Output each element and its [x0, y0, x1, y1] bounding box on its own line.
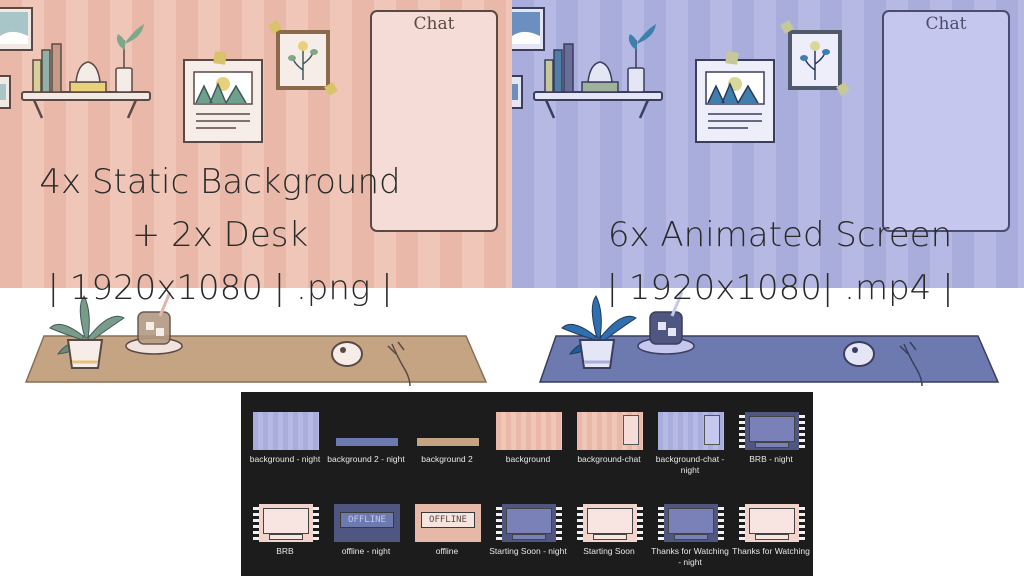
landscape-poster-icon: [695, 51, 775, 143]
file-explorer-grid: background - night background 2 - night ba…: [241, 392, 813, 576]
file-thumbnail: [658, 504, 724, 542]
small-frame-icon: [0, 75, 11, 109]
flower-frame-icon: [780, 20, 850, 96]
file-thumbnail: [415, 412, 481, 450]
chat-title: Chat: [413, 14, 455, 34]
file-thumbnail: [253, 412, 319, 450]
file-name: Thanks for Watching: [732, 546, 810, 556]
file-name: background 2: [421, 454, 473, 464]
bookshelf-icon: [21, 24, 151, 119]
keyboard-icon: [674, 534, 708, 540]
desk-thumbnail-icon: [417, 438, 479, 446]
keyboard-icon: [512, 534, 546, 540]
caption-line: + 2x Desk: [131, 215, 309, 255]
offline-screen-text: OFFLINE: [421, 512, 475, 528]
file-thumbnail: [253, 504, 319, 542]
file-name: background - night: [249, 454, 321, 464]
screen-thumbnail-icon: [263, 508, 309, 534]
file-name: background 2 - night: [327, 454, 405, 464]
file-thumbnail: [739, 504, 805, 542]
desk-thumbnail-icon: [336, 438, 398, 446]
chat-box-icon: [623, 415, 639, 445]
file-thumbnail: [577, 412, 643, 450]
keyboard-icon: [755, 534, 789, 540]
screen-thumbnail-icon: [506, 508, 552, 534]
file-name: background-chat: [577, 454, 641, 464]
desk-previews: [24, 291, 1000, 387]
small-frame-icon: [512, 75, 523, 109]
day-desk: [24, 291, 488, 387]
chat-box-icon: [704, 415, 720, 445]
bookshelf-icon: [533, 24, 663, 119]
night-desk: [538, 291, 1000, 387]
potted-plant-icon: [561, 295, 637, 369]
file-thumbnail: [658, 412, 724, 450]
caption-line: 4x Static Background: [39, 162, 401, 202]
animated-screen-caption: 6x Animated Screen | 1920x1080| .mp4 |: [512, 209, 1024, 315]
day-wall-preview: Chat: [0, 0, 512, 288]
file-name: BRB: [276, 546, 294, 556]
wall-decorations: [0, 7, 338, 143]
static-background-caption: 4x Static Background + 2x Desk | 1920x10…: [0, 156, 440, 315]
screen-thumbnail-icon: [749, 508, 795, 534]
file-name: Thanks for Watching - night: [651, 546, 729, 567]
caption-line: | 1920x1080| .mp4 |: [606, 268, 954, 308]
file-thumbnail: [577, 504, 643, 542]
file-name: Starting Soon - night: [489, 546, 567, 556]
potted-plant-icon: [49, 295, 125, 369]
landscape-frame-icon: [0, 7, 33, 51]
file-thumbnail: [739, 412, 805, 450]
file-thumbnail: [334, 412, 400, 450]
caption-line: | 1920x1080 | .png |: [47, 268, 393, 308]
file-name: Starting Soon: [583, 546, 635, 556]
landscape-poster-icon: [183, 51, 263, 143]
file-name: offline: [435, 546, 459, 556]
file-thumbnail: OFFLINE: [334, 504, 400, 542]
file-thumbnail: OFFLINE: [415, 504, 481, 542]
chat-box: Chat: [370, 10, 498, 232]
flower-frame-icon: [268, 20, 338, 96]
mouse-icon: [843, 341, 923, 387]
iced-drink-icon: [125, 291, 183, 355]
chat-title-night: Chat: [925, 14, 967, 34]
keyboard-icon: [269, 534, 303, 540]
screen-thumbnail-icon: [668, 508, 714, 534]
caption-line: 6x Animated Screen: [607, 215, 953, 255]
landscape-frame-icon: [512, 7, 545, 51]
screen-thumbnail-icon: [587, 508, 633, 534]
keyboard-icon: [593, 534, 627, 540]
file-name: background-chat -night: [655, 454, 725, 475]
night-wall-preview: Chat: [512, 0, 1024, 288]
file-name: offline - night: [341, 546, 391, 556]
file-name: background: [505, 454, 551, 464]
wall-decorations-night: [512, 7, 850, 143]
file-name: BRB - night: [749, 454, 793, 464]
chat-box-night: Chat: [882, 10, 1010, 232]
file-thumbnail: [496, 412, 562, 450]
keyboard-icon: [755, 442, 789, 448]
mouse-icon: [331, 341, 411, 387]
iced-drink-icon: [637, 291, 695, 355]
screen-thumbnail-icon: [749, 416, 795, 442]
offline-screen-text: OFFLINE: [340, 512, 394, 528]
file-thumbnail: [496, 504, 562, 542]
